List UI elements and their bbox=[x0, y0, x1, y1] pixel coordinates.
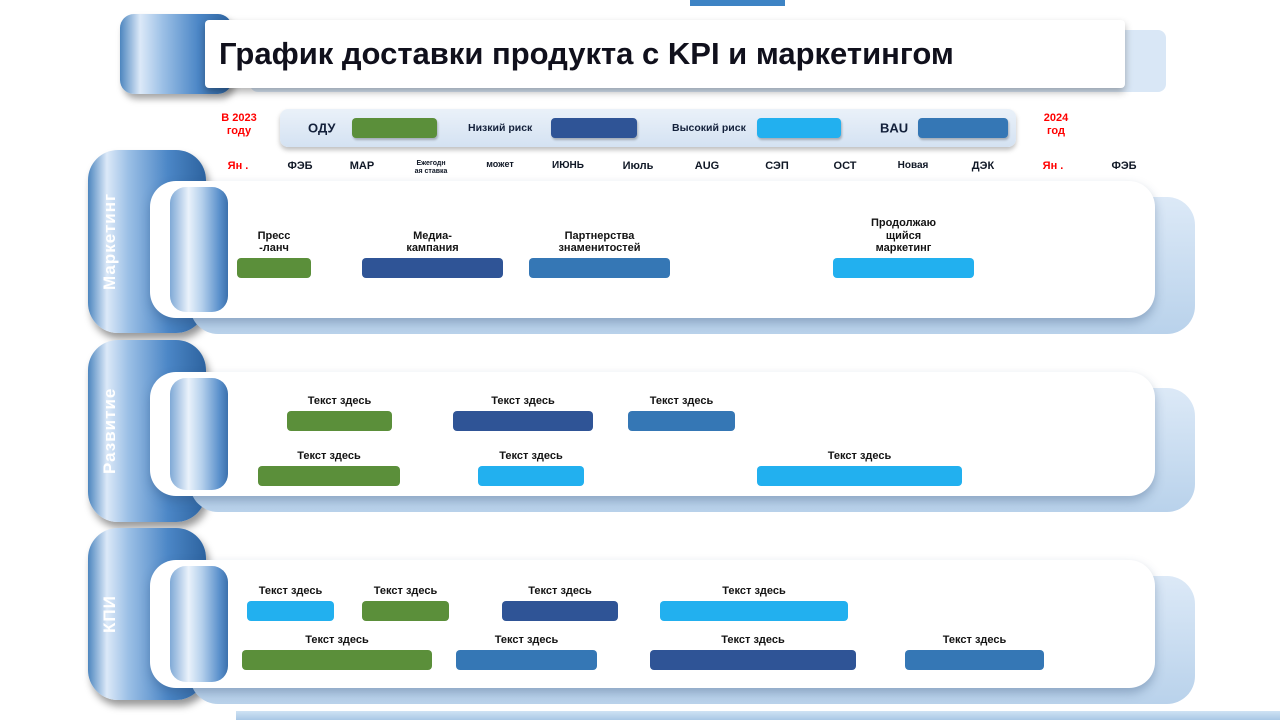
task: Партнерства знаменитостей bbox=[529, 210, 670, 278]
month-label: ИЮНЬ bbox=[552, 160, 584, 171]
month-label: ДЭК bbox=[971, 160, 995, 172]
task: Текст здесь bbox=[660, 585, 848, 621]
task-label: Медиа- кампания bbox=[406, 229, 459, 255]
task-label: Продолжаю щийся маркетинг bbox=[870, 217, 937, 255]
task-bar bbox=[456, 649, 597, 670]
task-bar bbox=[478, 465, 584, 486]
task-bar bbox=[502, 600, 618, 621]
task-bar bbox=[237, 258, 311, 278]
task-bar bbox=[529, 258, 670, 278]
month-label: AUG bbox=[694, 160, 720, 172]
task-label: Текст здесь bbox=[942, 634, 1007, 646]
task-label: Текст здесь bbox=[722, 585, 786, 597]
legend-swatch bbox=[918, 118, 1008, 138]
task: Текст здесь bbox=[258, 450, 400, 486]
month-label: Июль bbox=[622, 160, 654, 172]
lane-card-1 bbox=[150, 372, 1155, 496]
task-label: Текст здесь bbox=[491, 395, 555, 407]
task: Текст здесь bbox=[905, 634, 1044, 670]
task: Пресс -ланч bbox=[237, 210, 311, 278]
title-bar: График доставки продукта с KPI и маркети… bbox=[205, 20, 1125, 88]
task-bar bbox=[905, 649, 1044, 670]
legend-swatch bbox=[757, 118, 841, 138]
legend-label: Высокий риск bbox=[672, 122, 746, 134]
task: Текст здесь bbox=[757, 450, 962, 486]
task-bar bbox=[833, 258, 974, 278]
legend-bar: ОДУ Низкий риск Высокий риск BAU bbox=[280, 109, 1016, 147]
lane-gradient-strip bbox=[170, 378, 228, 490]
task-label: Текст здесь bbox=[258, 585, 323, 597]
task-label: Текст здесь bbox=[373, 585, 438, 597]
month-label: ФЭБ bbox=[287, 160, 313, 172]
task-bar bbox=[628, 410, 735, 431]
month-label: Новая bbox=[897, 160, 929, 171]
task-label: Текст здесь bbox=[494, 634, 559, 646]
legend-label: BAU bbox=[880, 120, 909, 136]
month-label: ОСТ bbox=[833, 160, 857, 172]
task: Медиа- кампания bbox=[362, 210, 503, 278]
lane-label: Маркетинг bbox=[100, 192, 119, 291]
legend-label: ОДУ bbox=[308, 120, 336, 136]
task-label: Текст здесь bbox=[528, 585, 592, 597]
legend-swatch bbox=[352, 118, 437, 138]
task-bar bbox=[258, 465, 400, 486]
year-note-2024: 2024 год bbox=[1043, 112, 1069, 138]
task-bar bbox=[453, 410, 593, 431]
task-label: Пресс -ланч bbox=[257, 229, 291, 255]
task-label: Текст здесь bbox=[305, 634, 369, 646]
task: Текст здесь bbox=[502, 585, 618, 621]
year-note-2023: В 2023 году bbox=[221, 112, 257, 138]
month-label: Ежегодн ая ставка bbox=[414, 160, 448, 175]
task: Текст здесь bbox=[453, 395, 593, 431]
task-bar bbox=[362, 600, 449, 621]
lane-gradient-strip bbox=[170, 566, 228, 682]
task-label: Текст здесь bbox=[827, 450, 892, 462]
month-label: Ян . bbox=[227, 160, 249, 172]
bottom-decor-strip bbox=[236, 711, 1280, 720]
timeline-month-row: Ян . ФЭБ МАР Ежегодн ая ставка может ИЮНЬ Июль… bbox=[0, 158, 1280, 180]
month-label: МАР bbox=[349, 160, 375, 172]
task: Текст здесь bbox=[247, 585, 334, 621]
task-label: Текст здесь bbox=[307, 395, 372, 407]
lane-gradient-strip bbox=[170, 187, 228, 312]
task-label: Текст здесь bbox=[721, 634, 785, 646]
task-label: Текст здесь bbox=[499, 450, 563, 462]
task-bar bbox=[650, 649, 856, 670]
task: Текст здесь bbox=[456, 634, 597, 670]
task: Текст здесь bbox=[650, 634, 856, 670]
legend-swatch bbox=[551, 118, 637, 138]
month-label: СЭП bbox=[765, 160, 789, 172]
month-label: Ян . bbox=[1042, 160, 1064, 172]
task-label: Текст здесь bbox=[649, 395, 714, 407]
task: Продолжаю щийся маркетинг bbox=[833, 210, 974, 278]
month-label: ФЭБ bbox=[1111, 160, 1137, 172]
task: Текст здесь bbox=[478, 450, 584, 486]
task: Текст здесь bbox=[628, 395, 735, 431]
task-label: Партнерства знаменитостей bbox=[558, 229, 641, 255]
top-decor-strip bbox=[690, 0, 785, 6]
task: Текст здесь bbox=[242, 634, 432, 670]
legend-label: Низкий риск bbox=[468, 122, 533, 134]
task-bar bbox=[242, 649, 432, 670]
task: Текст здесь bbox=[287, 395, 392, 431]
task-bar bbox=[247, 600, 334, 621]
month-label: может bbox=[486, 159, 514, 169]
lane-label: Развитие bbox=[100, 387, 119, 475]
task-bar bbox=[757, 465, 962, 486]
page-title: График доставки продукта с KPI и маркети… bbox=[219, 36, 954, 71]
lane-card-0 bbox=[150, 181, 1155, 318]
task-bar bbox=[287, 410, 392, 431]
lane-label: КПИ bbox=[100, 595, 119, 633]
task-bar bbox=[362, 258, 503, 278]
task: Текст здесь bbox=[362, 585, 449, 621]
task-label: Текст здесь bbox=[297, 450, 361, 462]
task-bar bbox=[660, 600, 848, 621]
